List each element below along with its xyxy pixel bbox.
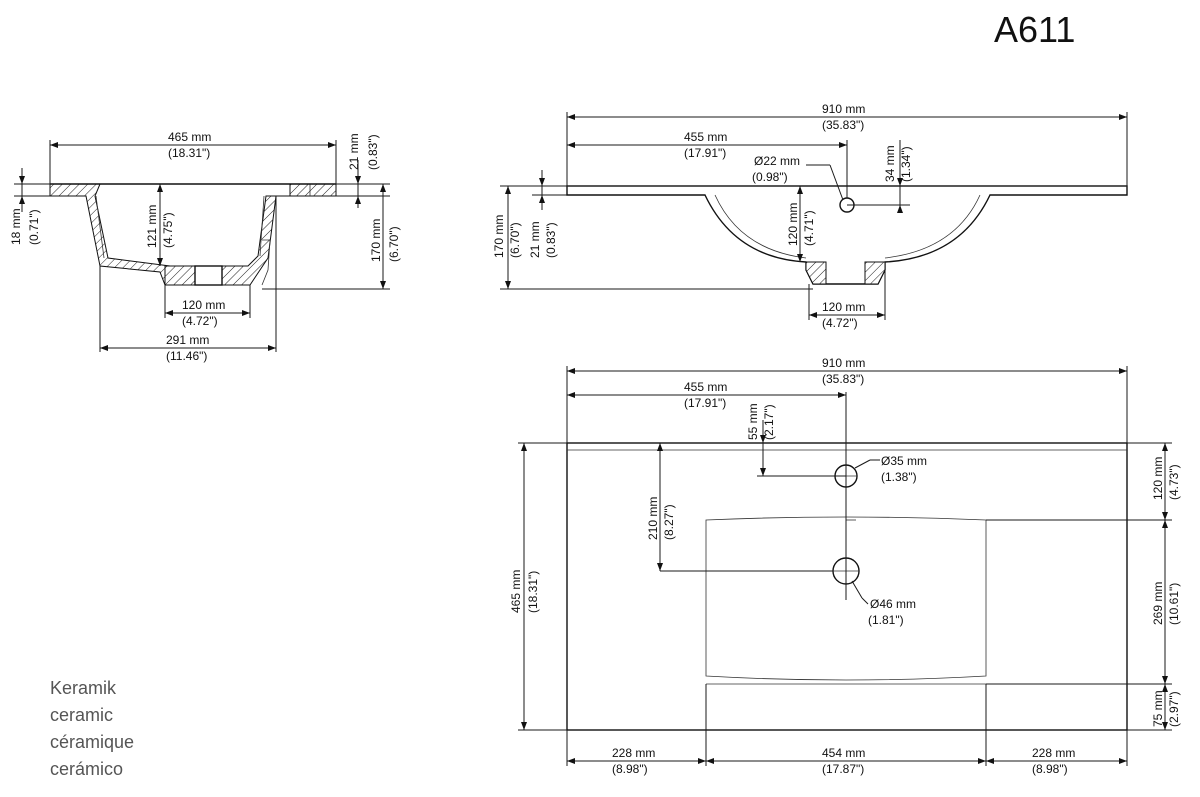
- top-bowl-outline: [705, 516, 987, 681]
- side-width-mm: 465 mm: [168, 130, 211, 144]
- top-tap-offset-in: (2.17"): [762, 404, 776, 440]
- side-drain-opening: [194, 265, 223, 286]
- top-bowl-length-mm: 269 mm: [1151, 582, 1165, 625]
- top-front-mm: 75 mm: [1151, 690, 1165, 727]
- top-left-margin-mm: 228 mm: [612, 746, 655, 760]
- front-rim-mm: 21 mm: [528, 221, 542, 258]
- material-fr: céramique: [50, 732, 134, 752]
- side-height-in: (6.70"): [387, 226, 401, 262]
- side-view: 465 mm (18.31") 21 mm (0.83") 18 mm (0.7…: [9, 130, 401, 363]
- top-tap-dia-in: (1.38"): [881, 470, 917, 484]
- top-bowl-width-mm: 454 mm: [822, 746, 865, 760]
- top-right-margin-in: (8.98"): [1032, 762, 1068, 776]
- front-drain-mm: 120 mm: [822, 300, 865, 314]
- top-left-margin-in: (8.98"): [612, 762, 648, 776]
- side-drain-in: (4.72"): [182, 314, 218, 328]
- material-en: ceramic: [50, 705, 113, 725]
- material-list: Keramik ceramic céramique cerámico: [50, 678, 134, 779]
- top-depth-mm: 465 mm: [509, 570, 523, 613]
- front-depth-mm: 120 mm: [786, 203, 800, 246]
- front-depth-in: (4.71"): [802, 210, 816, 246]
- side-height-mm: 170 mm: [369, 219, 383, 262]
- top-view: 910 mm (35.83") 455 mm (17.91") 55 mm (2…: [509, 356, 1181, 776]
- front-overflow-dia-mm: Ø22 mm: [754, 154, 800, 168]
- top-right-margin-mm: 228 mm: [1032, 746, 1075, 760]
- top-drain-offset-mm: 210 mm: [646, 497, 660, 540]
- top-half-in: (17.91"): [684, 396, 726, 410]
- model-title: A611: [994, 9, 1075, 50]
- front-half-mm: 455 mm: [684, 130, 727, 144]
- front-half-in: (17.91"): [684, 146, 726, 160]
- top-drain-offset-in: (8.27"): [662, 504, 676, 540]
- top-width-mm: 910 mm: [822, 356, 865, 370]
- front-width-in: (35.83"): [822, 118, 864, 132]
- side-bowl-in: (11.46"): [166, 349, 207, 363]
- side-bowl-mm: 291 mm: [166, 333, 209, 347]
- side-depth-mm: 121 mm: [145, 205, 159, 248]
- front-overflow-height-in: (1.34"): [899, 146, 913, 182]
- front-view: 910 mm (35.83") 455 mm (17.91") Ø22 mm (…: [492, 102, 1128, 330]
- top-front-in: (2.97"): [1167, 691, 1181, 727]
- front-height-mm: 170 mm: [492, 215, 506, 258]
- top-bowl-length-in: (10.61"): [1167, 583, 1181, 625]
- top-drain-dia-mm: Ø46 mm: [870, 597, 916, 611]
- side-drain-mm: 120 mm: [182, 298, 225, 312]
- side-edge-in: (0.71"): [27, 209, 41, 245]
- top-half-mm: 455 mm: [684, 380, 727, 394]
- top-depth-in: (18.31"): [526, 571, 540, 613]
- front-overflow-dia-in: (0.98"): [752, 170, 788, 184]
- front-width-mm: 910 mm: [822, 102, 865, 116]
- top-width-in: (35.83"): [822, 372, 864, 386]
- top-tap-dia-mm: Ø35 mm: [881, 454, 927, 468]
- side-width-in: (18.31"): [168, 146, 210, 160]
- top-drain-dia-in: (1.81"): [868, 613, 904, 627]
- side-section-right-block: [221, 183, 337, 286]
- side-section-drain-block: [164, 265, 196, 286]
- front-height-in: (6.70"): [508, 222, 522, 258]
- side-rim-mm: 21 mm: [347, 133, 361, 170]
- top-bowl-width-in: (17.87"): [822, 762, 864, 776]
- material-es: cerámico: [50, 759, 123, 779]
- top-tap-offset-mm: 55 mm: [746, 403, 760, 440]
- front-rim-in: (0.83"): [544, 222, 558, 258]
- top-back-in: (4.73"): [1167, 464, 1181, 500]
- front-overflow-height-mm: 34 mm: [883, 145, 897, 182]
- side-edge-mm: 18 mm: [9, 208, 23, 245]
- front-drain-in: (4.72"): [822, 316, 858, 330]
- material-de: Keramik: [50, 678, 117, 698]
- side-depth-in: (4.75"): [161, 212, 175, 248]
- top-back-mm: 120 mm: [1151, 457, 1165, 500]
- side-rim-in: (0.83"): [366, 134, 380, 170]
